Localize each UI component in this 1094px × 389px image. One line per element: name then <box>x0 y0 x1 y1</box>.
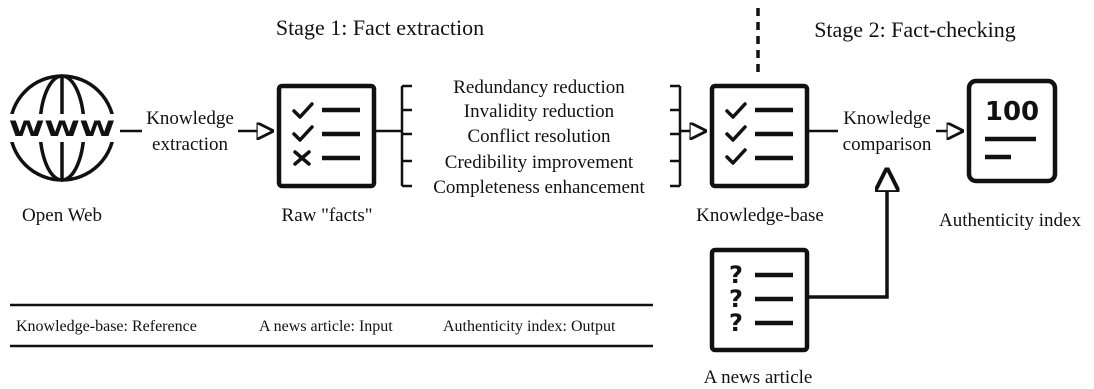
legend-input: A news article: Input <box>259 318 393 335</box>
authenticity-index-label: Authenticity index <box>939 210 1081 231</box>
check-mark-icon <box>725 148 747 165</box>
www-label: WWW <box>9 117 115 141</box>
news-article-label: A news article <box>704 367 813 388</box>
knowledge-base-label: Knowledge-base <box>696 205 824 226</box>
article-input-arrow <box>807 170 887 299</box>
svg-text:?: ? <box>729 261 743 289</box>
stage2-title: Stage 2: Fact-checking <box>814 17 1016 42</box>
score-value: 100 <box>985 97 1039 127</box>
process-bracket-left <box>374 84 412 188</box>
svg-text:?: ? <box>729 309 743 337</box>
svg-text:?: ? <box>729 285 743 313</box>
checklist-mixed-icon <box>276 83 377 189</box>
legend-output: Authenticity index: Output <box>443 318 616 335</box>
process-bracket-right <box>670 84 705 188</box>
process-item: Redundancy reduction <box>453 77 625 98</box>
checklist-verified-icon <box>709 83 810 189</box>
extraction-label-2: extraction <box>152 134 228 155</box>
question-list-icon: ? ? ? <box>709 247 810 353</box>
score-card-icon: 100 <box>966 78 1058 184</box>
check-mark-icon <box>292 125 314 142</box>
raw-facts-label: Raw "facts" <box>282 205 373 226</box>
globe-www-icon: WWW <box>6 74 118 182</box>
comparison-label-1: Knowledge <box>843 108 931 129</box>
open-web-label: Open Web <box>22 205 102 226</box>
check-mark-icon <box>725 125 747 142</box>
check-mark-icon <box>292 102 314 119</box>
process-item: Credibility improvement <box>445 152 634 173</box>
legend-reference: Knowledge-base: Reference <box>16 318 197 335</box>
process-item: Completeness enhancement <box>433 177 645 198</box>
process-item: Invalidity reduction <box>464 101 615 122</box>
extraction-label-1: Knowledge <box>146 108 234 129</box>
cross-mark-icon <box>293 150 311 166</box>
legend: Knowledge-base: Reference A news article… <box>10 303 653 348</box>
check-mark-icon <box>725 102 747 119</box>
comparison-label-2: comparison <box>843 134 932 155</box>
stage1-title: Stage 1: Fact extraction <box>276 15 484 40</box>
process-item: Conflict resolution <box>467 126 611 147</box>
